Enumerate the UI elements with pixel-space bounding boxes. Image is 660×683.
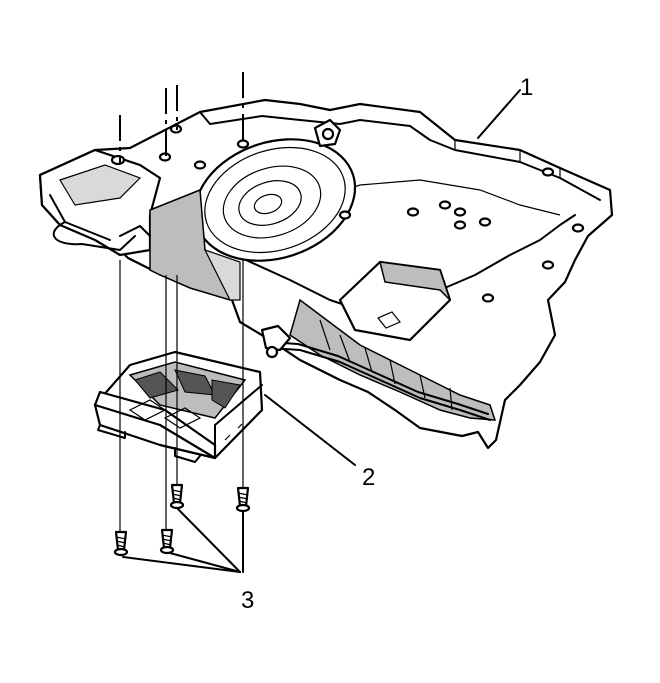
amplifier-module	[93, 350, 264, 463]
screw-3-icon	[169, 483, 185, 510]
callout-3: 3	[241, 587, 254, 614]
rear-compartment-panel	[38, 98, 614, 450]
screw-4-icon	[235, 486, 251, 513]
screw-2-icon	[159, 528, 175, 555]
callout-2: 2	[362, 464, 375, 491]
callout-1: 1	[520, 74, 533, 101]
screw-1-icon	[113, 530, 129, 557]
leader-lines	[122, 89, 521, 573]
fasteners	[113, 483, 251, 557]
alignment-lines	[119, 72, 244, 532]
